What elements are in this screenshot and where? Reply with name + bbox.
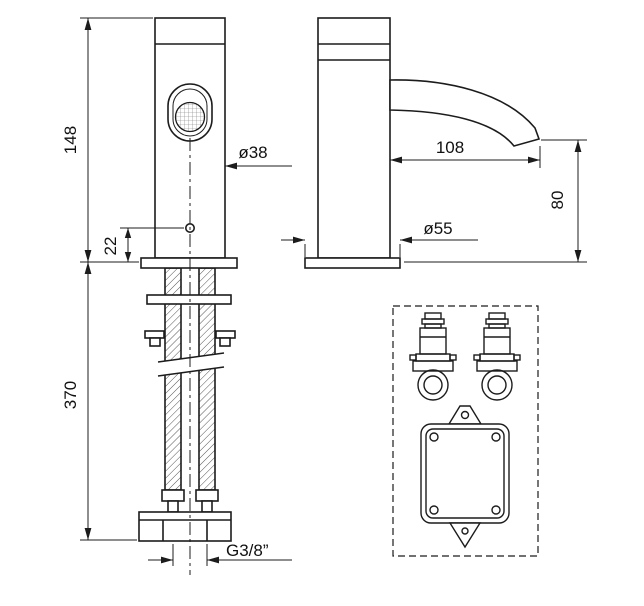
solenoid-valve-right bbox=[473, 312, 521, 401]
faucet-body-side bbox=[317, 17, 391, 259]
front-view bbox=[138, 17, 238, 542]
base-flange-front bbox=[140, 257, 238, 269]
dim-label-total-height: 148 bbox=[61, 126, 80, 154]
washer-plate bbox=[146, 294, 232, 305]
mounting-clamp-left bbox=[144, 330, 165, 347]
dim-label-spout-height: 80 bbox=[548, 191, 567, 210]
dim-label-thread: G3/8” bbox=[226, 541, 269, 560]
base-flange-side bbox=[304, 257, 401, 269]
solenoid-valve-left bbox=[409, 312, 457, 401]
dimension-arrows bbox=[84, 18, 582, 564]
screw-bottom-right bbox=[491, 505, 501, 515]
valve-unit bbox=[392, 305, 539, 557]
valve-unit-outline bbox=[392, 305, 539, 557]
aerator bbox=[174, 101, 206, 133]
dimension-labels: 148 22 370 ø38 108 80 ø55 G3/8” bbox=[61, 126, 567, 560]
side-view bbox=[304, 17, 541, 269]
dim-label-sensor-offset: 22 bbox=[101, 237, 120, 256]
dim-label-base-diameter: ø55 bbox=[423, 219, 452, 238]
dim-label-spout-reach: 108 bbox=[436, 138, 464, 157]
fixing-nut bbox=[138, 511, 232, 542]
screw-top-right bbox=[491, 432, 501, 442]
dim-label-body-diameter: ø38 bbox=[238, 143, 267, 162]
screw-bottom-left bbox=[429, 505, 439, 515]
mounting-clamp-right bbox=[215, 330, 236, 347]
control-box bbox=[420, 405, 510, 549]
spout-side bbox=[389, 79, 541, 147]
dim-label-under-counter: 370 bbox=[61, 381, 80, 409]
screw-top-left bbox=[429, 432, 439, 442]
